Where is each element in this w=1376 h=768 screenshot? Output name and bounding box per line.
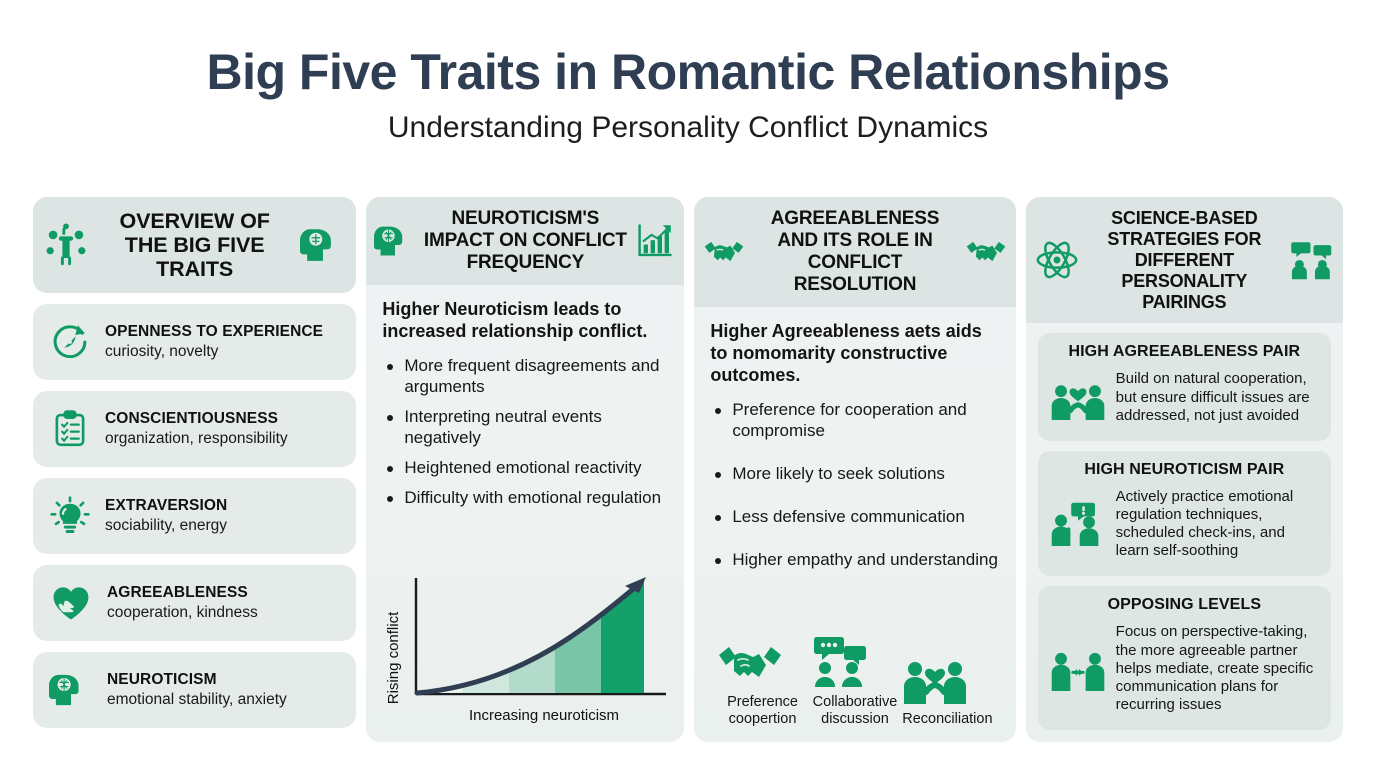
neuroticism-panel-header: NEUROTICISM'S IMPACT ON CONFLICT FREQUEN…	[366, 197, 685, 286]
strategy-text: Build on natural cooperation, but ensure…	[1115, 370, 1310, 424]
heart-hand-icon	[49, 581, 93, 625]
trait-desc: organization, responsibility	[105, 430, 288, 448]
neuroticism-panel: NEUROTICISM'S IMPACT ON CONFLICT FREQUEN…	[366, 197, 685, 742]
head-brain-icon	[374, 220, 416, 262]
list-item: More likely to seek solutions	[710, 463, 999, 484]
column-neuroticism-impact: NEUROTICISM'S IMPACT ON CONFLICT FREQUEN…	[366, 197, 685, 742]
strategy-text: Actively practice emotional regulation t…	[1115, 487, 1294, 560]
strategies-panel-title: SCIENCE-BASED STRATEGIES FOR DIFFERENT P…	[1107, 208, 1262, 312]
two-people-chat-icon	[809, 635, 901, 687]
trait-row-openness[interactable]: OPENNESS TO EXPERIENCE curiosity, novelt…	[33, 304, 357, 380]
strategy-card-opposing-levels[interactable]: OPPOSING LEVELS	[1037, 586, 1331, 731]
page-title: Big Five Traits in Romantic Relationship…	[206, 44, 1170, 100]
strategy-title: OPPOSING LEVELS	[1107, 596, 1262, 614]
strategies-panel: SCIENCE-BASED STRATEGIES FOR DIFFERENT P…	[1025, 197, 1343, 742]
handshake-icon	[702, 230, 746, 274]
chart-xlabel: Increasing neuroticism	[469, 707, 619, 724]
agreeableness-lead: Higher Agreeableness aets aids to nomoma…	[710, 321, 982, 386]
trait-name: AGREEABLENESS	[107, 583, 248, 601]
head-brain-icon	[49, 668, 93, 712]
lightbulb-icon	[49, 495, 91, 537]
handshake-icon	[717, 635, 809, 687]
agreeableness-panel-body: Higher Agreeableness aets aids to nomoma…	[694, 307, 1015, 742]
trait-name: CONSCIENTIOUSNESS	[105, 409, 279, 427]
columns-container: OVERVIEW OF THE BIG FIVE TRAITS	[33, 197, 1343, 742]
title-block: Big Five Traits in Romantic Relationship…	[0, 0, 1376, 144]
list-item: Heightened emotional reactivity	[382, 457, 668, 478]
trait-desc: sociability, energy	[105, 517, 228, 535]
column-strategies: SCIENCE-BASED STRATEGIES FOR DIFFERENT P…	[1025, 197, 1343, 742]
list-item: Higher empathy and understanding	[710, 549, 999, 570]
handshake-icon	[964, 230, 1008, 274]
trio-label: Reconciliation	[902, 710, 993, 727]
agreeableness-panel-header: AGREEABLENESS AND ITS ROLE IN CONFLICT R…	[694, 197, 1016, 308]
trait-desc: emotional stability, anxiety	[107, 691, 287, 709]
trait-desc: cooperation, kindness	[107, 604, 258, 622]
agreeableness-bullet-list: Preference for cooperation and compromis…	[710, 399, 999, 592]
trio-item-cooperation: Preference coopertion	[717, 635, 809, 728]
clipboard-checklist-icon	[49, 408, 91, 450]
list-item: Less defensive communication	[710, 506, 999, 527]
list-item: More frequent disagreements and argument…	[382, 355, 668, 397]
list-item: Interpreting neutral events negatively	[382, 406, 668, 448]
chart-ylabel: Rising conflict	[385, 611, 402, 704]
two-people-alert-icon	[1050, 500, 1106, 548]
head-brain-icon	[300, 222, 346, 268]
neuroticism-bullet-list: More frequent disagreements and argument…	[382, 355, 668, 517]
agreeableness-icon-trio: Preference coopertion	[710, 635, 999, 742]
overview-header: OVERVIEW OF THE BIG FIVE TRAITS	[33, 197, 357, 293]
strategy-title: HIGH AGREEABLENESS PAIR	[1068, 343, 1301, 361]
agreeableness-panel: AGREEABLENESS AND ITS ROLE IN CONFLICT R…	[694, 197, 1016, 742]
column-overview: OVERVIEW OF THE BIG FIVE TRAITS	[33, 197, 357, 742]
trait-name: EXTRAVERSION	[105, 496, 228, 514]
trio-item-reconciliation: Reconciliation	[902, 652, 994, 728]
trait-row-agreeableness[interactable]: AGREEABLENESS cooperation, kindness	[33, 565, 357, 641]
strategy-text: Focus on perspective-taking, the more ag…	[1115, 623, 1314, 713]
overview-header-title: OVERVIEW OF THE BIG FIVE TRAITS	[119, 208, 270, 282]
trait-row-conscientiousness[interactable]: CONSCIENTIOUSNESS organization, responsi…	[33, 391, 357, 467]
rising-conflict-chart: Rising conflict	[382, 572, 668, 742]
trio-item-discussion: Collaborative discussion	[809, 635, 901, 728]
compass-refresh-icon	[49, 321, 91, 363]
agreeableness-panel-title: AGREEABLENESS AND ITS ROLE IN CONFLICT R…	[770, 208, 940, 296]
trait-row-extraversion[interactable]: EXTRAVERSION sociability, energy	[33, 478, 357, 554]
list-item: Preference for cooperation and compromis…	[710, 399, 999, 441]
trait-desc: curiosity, novelty	[105, 343, 219, 361]
column-agreeableness-role: AGREEABLENESS AND ITS ROLE IN CONFLICT R…	[694, 197, 1016, 742]
trait-name: OPENNESS TO EXPERIENCE	[105, 322, 324, 340]
strategy-title: HIGH NEUROTICISM PAIR	[1084, 460, 1285, 478]
neuroticism-lead: Higher Neuroticism leads to increased re…	[382, 299, 648, 342]
people-network-icon	[43, 222, 89, 268]
strategies-panel-header: SCIENCE-BASED STRATEGIES FOR DIFFERENT P…	[1025, 197, 1343, 324]
trait-row-neuroticism[interactable]: NEUROTICISM emotional stability, anxiety	[33, 652, 357, 728]
two-people-heart-icon	[902, 652, 994, 704]
atom-icon	[1034, 237, 1080, 283]
strategies-list: HIGH AGREEABLENESS PAIR	[1026, 323, 1343, 742]
strategy-card-high-agreeableness[interactable]: HIGH AGREEABLENESS PAIR	[1037, 333, 1331, 441]
two-people-chat-icon	[1289, 238, 1335, 282]
page-subtitle: Understanding Personality Conflict Dynam…	[387, 110, 989, 144]
neuroticism-panel-title: NEUROTICISM'S IMPACT ON CONFLICT FREQUEN…	[423, 208, 627, 274]
trio-label: Preference coopertion	[727, 693, 798, 727]
two-people-heart-icon	[1050, 374, 1106, 422]
strategy-card-high-neuroticism[interactable]: HIGH NEUROTICISM PAIR	[1037, 450, 1331, 577]
trio-label: Collaborative discussion	[812, 693, 898, 727]
list-item: Difficulty with emotional regulation	[382, 487, 668, 508]
neuroticism-panel-body: Higher Neuroticism leads to increased re…	[366, 285, 684, 742]
two-people-exchange-icon	[1050, 645, 1106, 693]
trait-name: NEUROTICISM	[107, 670, 217, 688]
bar-chart-growth-icon	[634, 220, 676, 262]
